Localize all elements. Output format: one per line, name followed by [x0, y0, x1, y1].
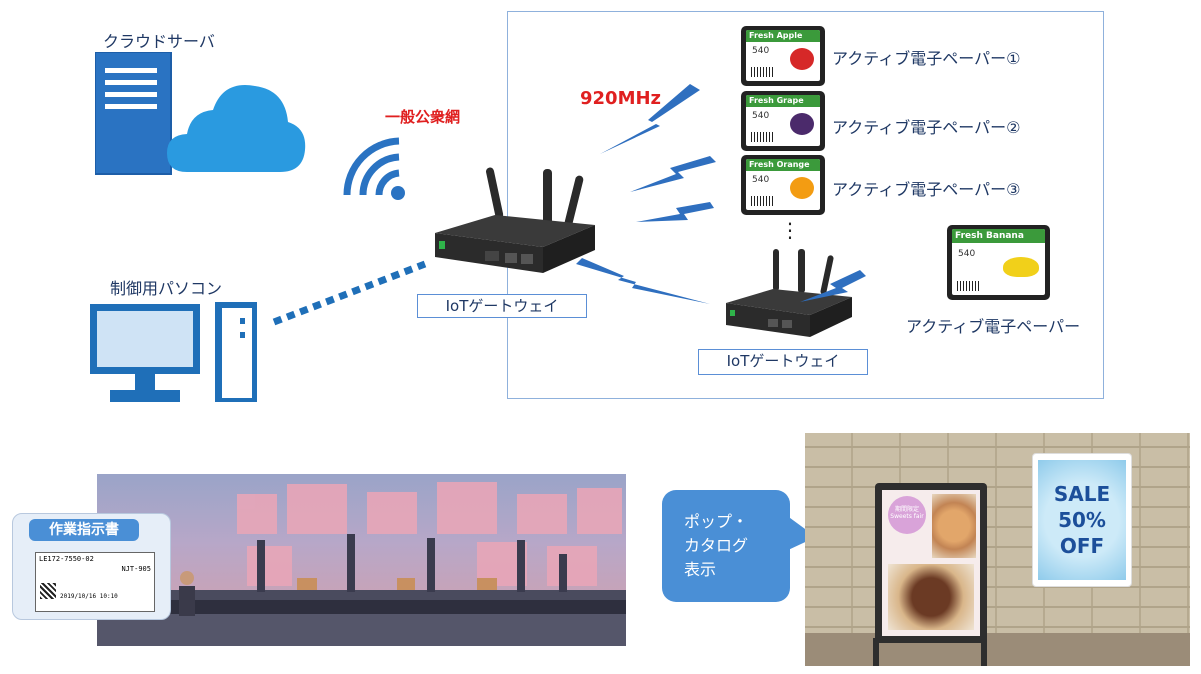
pop-catalog-callout: ポップ・ カタログ 表示 [662, 490, 790, 602]
lightning-bolt-icon [600, 84, 700, 154]
epaper-price-3: 540 [752, 175, 770, 185]
stand-leg-left [873, 638, 879, 666]
iot-gateway-label-1: IoTゲートウェイ [417, 294, 587, 318]
epaper-tag-1: Fresh Apple [746, 30, 820, 42]
work-instruction-panel: 作業指示書 LE172-7550-02 NJT-905 2019/10/16 1… [12, 513, 171, 620]
epaper-display-1: Fresh Apple 540 [741, 26, 825, 86]
floor [805, 633, 1190, 666]
work-instruction-title: 作業指示書 [29, 519, 139, 541]
iot-gateway-label-2: IoTゲートウェイ [698, 349, 868, 375]
pc-label: 制御用パソコン [110, 279, 223, 298]
epaper-price-1: 540 [752, 46, 770, 56]
dessert-photo-top [932, 494, 976, 558]
wifi-icon [343, 137, 405, 200]
wireless-signal-bolts [576, 84, 866, 304]
screen-line-3: 2019/10/16 10:10 [60, 593, 118, 600]
orange-icon [790, 177, 814, 199]
lightning-bolt-icon [576, 258, 710, 304]
lightning-bolt-icon [800, 270, 866, 302]
lightning-bolt-icon [630, 156, 716, 192]
epaper-price-2: 540 [752, 111, 770, 121]
screen-line-2: NJT-905 [121, 565, 151, 573]
dessert-photo-bottom [888, 564, 974, 630]
sale-line-1: SALE [1053, 482, 1111, 506]
epaper-label-4: アクティブ電子ペーパー [906, 317, 1081, 336]
factory-illustration [97, 482, 626, 646]
cloud-server-label: クラウドサーバ [103, 32, 215, 51]
epaper-display-2: Fresh Grape 540 [741, 91, 825, 151]
stand-leg-right [981, 638, 987, 666]
pop-badge: 期間限定 Sweets fair [888, 496, 926, 534]
cloud-server-icon [95, 52, 306, 175]
callout-pointer [786, 515, 816, 551]
barcode-icon [751, 132, 773, 142]
epaper-label-2: アクティブ電子ペーパー② [832, 118, 1021, 137]
callout-line-3: 表示 [684, 560, 717, 579]
barcode-icon [751, 196, 773, 206]
epaper-tag-4: Fresh Banana [952, 229, 1045, 243]
banana-icon [1003, 257, 1039, 277]
epaper-label-3: アクティブ電子ペーパー③ [832, 180, 1021, 199]
network-label: 一般公衆網 [385, 108, 461, 126]
apple-icon [790, 48, 814, 70]
callout-line-1: ポップ・ [684, 512, 749, 531]
barcode-icon [957, 281, 979, 291]
sale-line-2: 50% [1058, 508, 1106, 532]
store-wall-image: 期間限定 Sweets fair SALE 50% OFF [805, 433, 1190, 666]
lightning-bolt-icon [636, 202, 714, 222]
sale-line-3: OFF [1059, 534, 1105, 558]
ellipsis-dots: ⋮ [780, 218, 800, 242]
epaper-display-3: Fresh Orange 540 [741, 155, 825, 215]
barcode-icon [751, 67, 773, 77]
factory-scene-image [97, 474, 626, 646]
epaper-tag-2: Fresh Grape [746, 95, 820, 107]
frequency-label: 920MHz [580, 88, 662, 109]
qr-code-icon [40, 583, 56, 599]
pc-icon [90, 302, 257, 402]
epaper-display-4: Fresh Banana 540 [947, 225, 1050, 300]
sale-panel: SALE 50% OFF [1032, 453, 1132, 587]
epaper-tag-3: Fresh Orange [746, 159, 820, 171]
callout-line-2: カタログ [684, 536, 749, 555]
wireless-network-frame [507, 11, 1104, 399]
epaper-label-1: アクティブ電子ペーパー① [832, 49, 1021, 68]
work-instruction-screen: LE172-7550-02 NJT-905 2019/10/16 10:10 [35, 552, 155, 612]
signage-screen: 期間限定 Sweets fair [882, 490, 980, 636]
epaper-price-4: 540 [958, 249, 976, 259]
sale-screen: SALE 50% OFF [1038, 460, 1126, 580]
screen-line-1: LE172-7550-02 [39, 555, 94, 563]
signage-stand: 期間限定 Sweets fair [875, 483, 987, 643]
iot-gateway-device-1 [435, 167, 595, 273]
pc-connection-line [272, 260, 427, 326]
grape-icon [790, 113, 814, 135]
